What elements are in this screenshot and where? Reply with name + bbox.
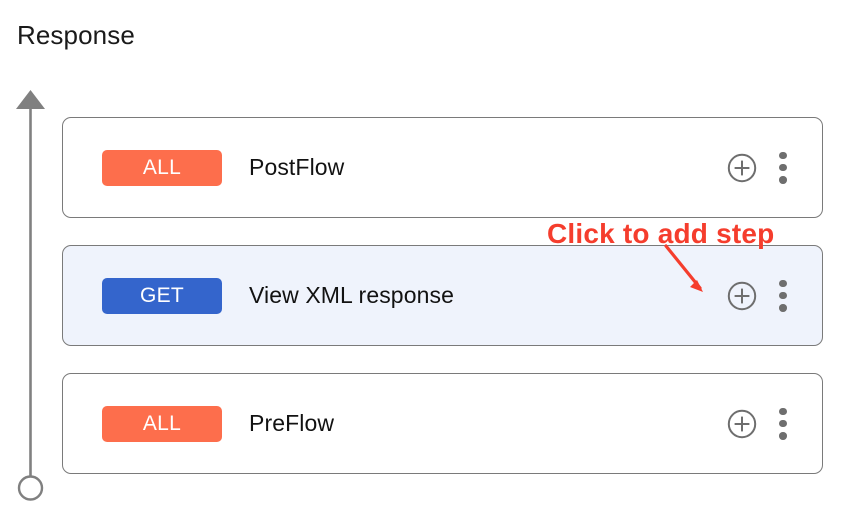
card-actions [727,279,787,312]
flow-card-postflow[interactable]: ALL PostFlow [62,117,823,218]
plus-circle-icon[interactable] [727,281,757,311]
flow-step-name: View XML response [249,282,454,308]
flow-axis [0,80,62,510]
flow-card-stack: ALL PostFlow GET View XML response [62,117,823,474]
method-badge: ALL [102,149,222,186]
kebab-menu-icon[interactable] [779,151,787,184]
flow-card-view-xml-response[interactable]: GET View XML response [62,245,823,346]
kebab-menu-icon[interactable] [779,407,787,440]
plus-circle-icon[interactable] [727,409,757,439]
flow-card-preflow[interactable]: ALL PreFlow [62,373,823,474]
circle-endpoint-icon [17,475,44,501]
method-badge: GET [102,277,222,314]
up-arrow-icon [16,90,45,109]
method-badge: ALL [102,405,222,442]
plus-circle-icon[interactable] [727,153,757,183]
page-title: Response [17,20,135,50]
kebab-menu-icon[interactable] [779,279,787,312]
flow-step-name: PostFlow [249,154,345,180]
card-actions [727,407,787,440]
card-actions [727,151,787,184]
flow-step-name: PreFlow [249,410,335,436]
